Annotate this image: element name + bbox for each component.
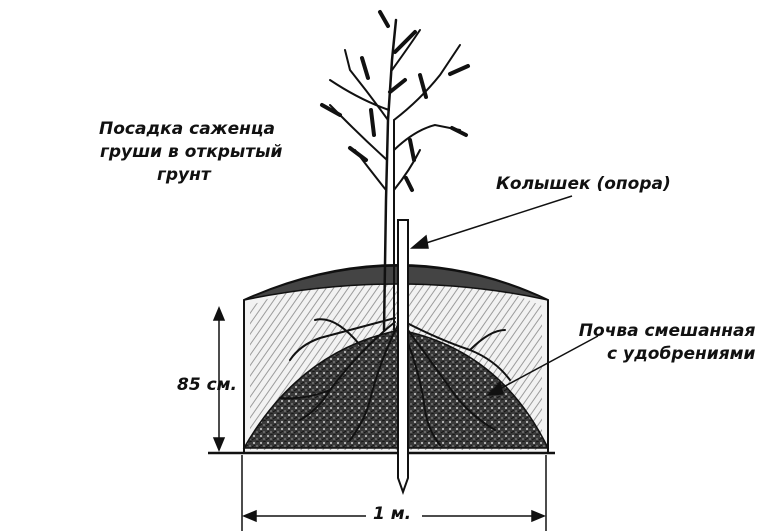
diagram-title: Посадка саженца груши в открытый грунт: [99, 118, 282, 187]
branch-right-1: [393, 123, 461, 151]
pear-sapling: [320, 10, 470, 332]
callout-arrows: [409, 195, 599, 396]
soil-label-line-1: Почва смешанная: [578, 321, 756, 341]
width-dimension: [241, 455, 547, 531]
depth-dimension: [212, 306, 226, 452]
title-line-3: грунт: [157, 164, 211, 185]
soil-label: Почва смешанная с удобрениями: [578, 320, 756, 366]
pruning-cuts: [320, 10, 470, 192]
branch-right-2: [393, 44, 461, 121]
planting-pit: [208, 264, 555, 455]
title-line-2: груши в открытый: [100, 141, 283, 162]
depth-label: 85 см.: [177, 375, 238, 395]
branch-left-4: [329, 79, 390, 111]
branch-right-4: [391, 29, 421, 71]
soil-label-line-2: с удобрениями: [607, 343, 756, 364]
roots: [279, 317, 511, 446]
title-line-1: Посадка саженца: [99, 119, 275, 139]
stake-label: Колышек (опора): [496, 174, 671, 194]
branch-left-3: [344, 49, 389, 121]
width-label: 1 м.: [373, 504, 412, 524]
support-stake: [397, 219, 409, 495]
branch-left-2: [329, 104, 388, 161]
branch-right-3: [393, 149, 421, 191]
